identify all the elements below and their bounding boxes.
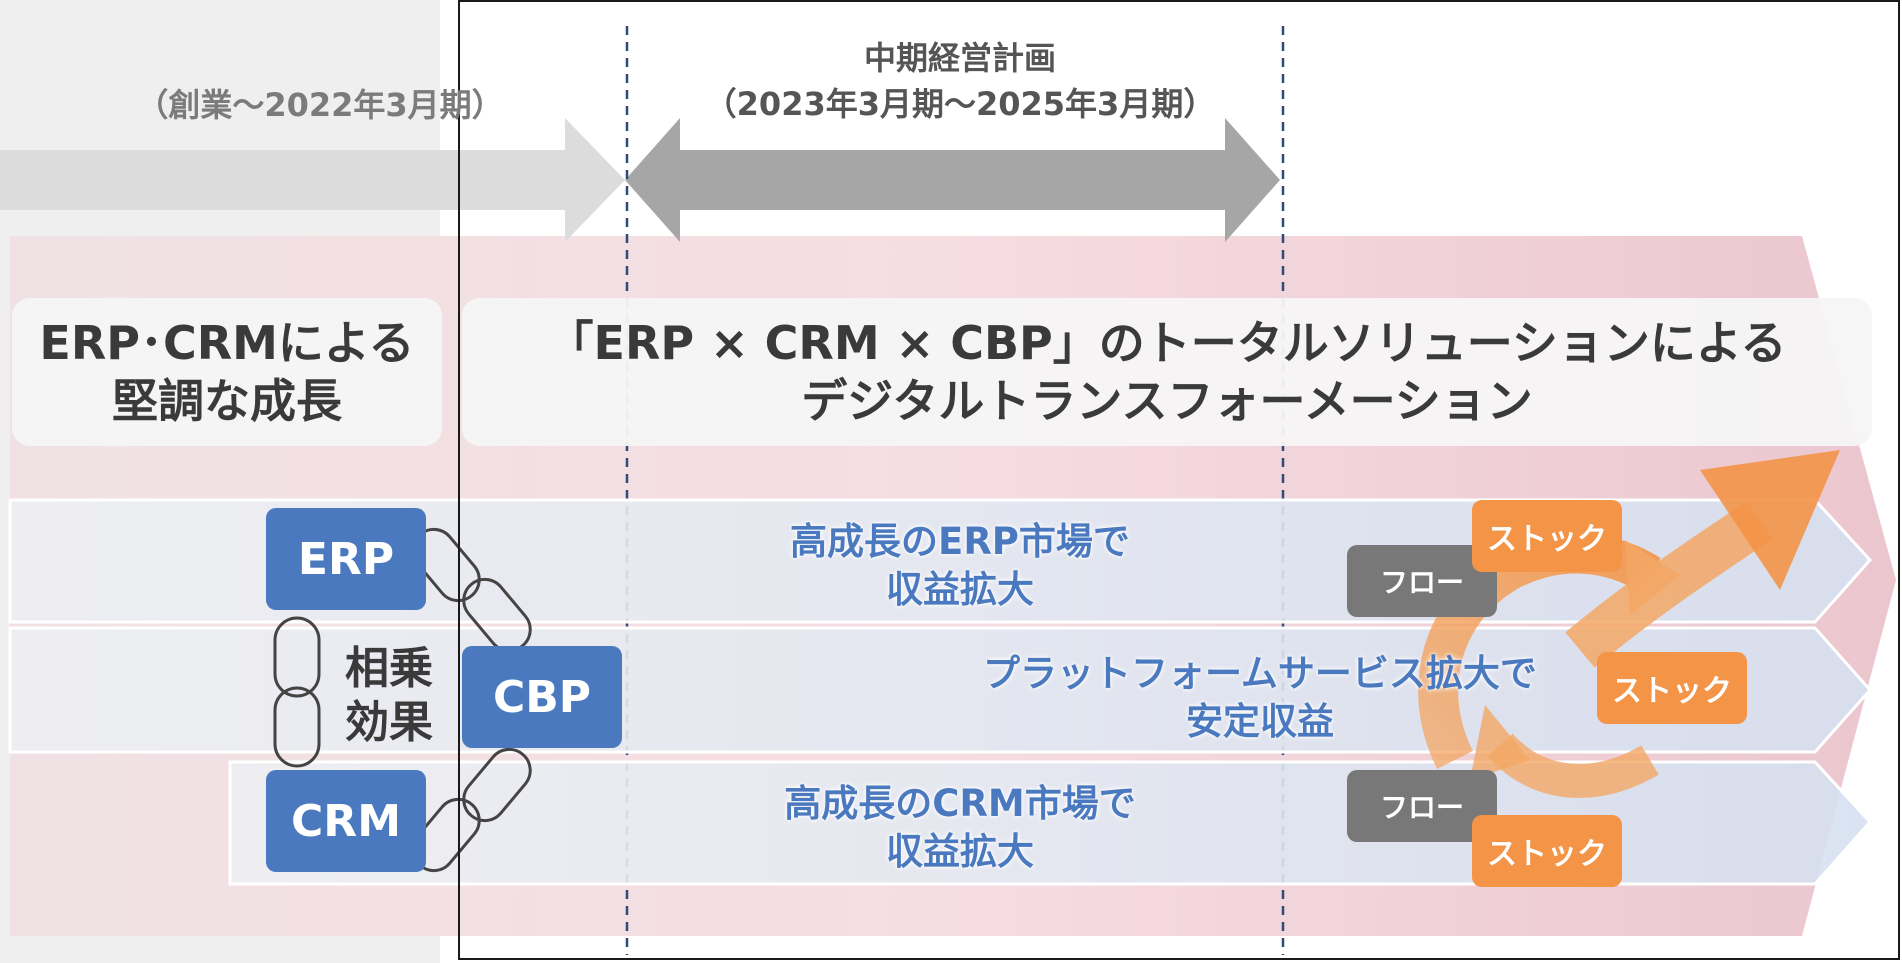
crm-band-line2: 収益拡大 — [886, 830, 1034, 873]
chain-icon-synergy — [273, 616, 321, 768]
erp-tag: ERP — [266, 508, 426, 610]
left-headline-line2: 堅調な成長 — [111, 374, 342, 428]
cbp-band-text: プラットフォームサービス拡大で 安定収益 — [960, 650, 1560, 746]
right-headline-line1: 「ERP × CRM × CBP」のトータルソリューションによる — [547, 316, 1787, 370]
crm-stock-tag: ストック — [1472, 815, 1622, 887]
crm-band-line1: 高成長のCRM市場で — [784, 782, 1136, 825]
crm-tag: CRM — [266, 770, 426, 872]
right-headline-line2: デジタルトランスフォーメーション — [801, 374, 1533, 428]
cbp-band-line1: プラットフォームサービス拡大で — [983, 652, 1537, 695]
plan-timeline-arrow — [625, 118, 1280, 242]
growth-curve-arrow — [1565, 500, 1773, 668]
erp-stock-tag: ストック — [1472, 500, 1622, 572]
synergy-line2: 効果 — [345, 697, 433, 748]
cycle-arrowhead-bottom — [1470, 705, 1530, 780]
past-timeline-arrow — [0, 118, 625, 242]
cbp-tag: CBP — [462, 646, 622, 748]
erp-band-text: 高成長のERP市場で 収益拡大 — [700, 518, 1220, 614]
cbp-stock-tag: ストック — [1597, 652, 1747, 724]
crm-band-text: 高成長のCRM市場で 収益拡大 — [700, 780, 1220, 876]
plan-frame — [458, 0, 1900, 960]
cbp-band-line2: 安定収益 — [1186, 700, 1334, 743]
erp-band-line1: 高成長のERP市場で — [790, 520, 1130, 563]
left-headline-line1: ERP･CRMによる — [39, 316, 415, 370]
growth-curve-arrowhead — [1700, 450, 1840, 590]
right-headline: 「ERP × CRM × CBP」のトータルソリューションによる デジタルトラン… — [462, 298, 1872, 446]
left-headline: ERP･CRMによる 堅調な成長 — [12, 298, 442, 446]
plan-period: （2023年3月期～2025年3月期） — [704, 85, 1216, 123]
past-phase-label: （創業～2022年3月期） — [136, 86, 504, 124]
synergy-label: 相乗 効果 — [334, 642, 444, 750]
erp-band-line2: 収益拡大 — [886, 568, 1034, 611]
synergy-line1: 相乗 — [345, 643, 433, 694]
plan-title: 中期経営計画 — [863, 39, 1056, 77]
